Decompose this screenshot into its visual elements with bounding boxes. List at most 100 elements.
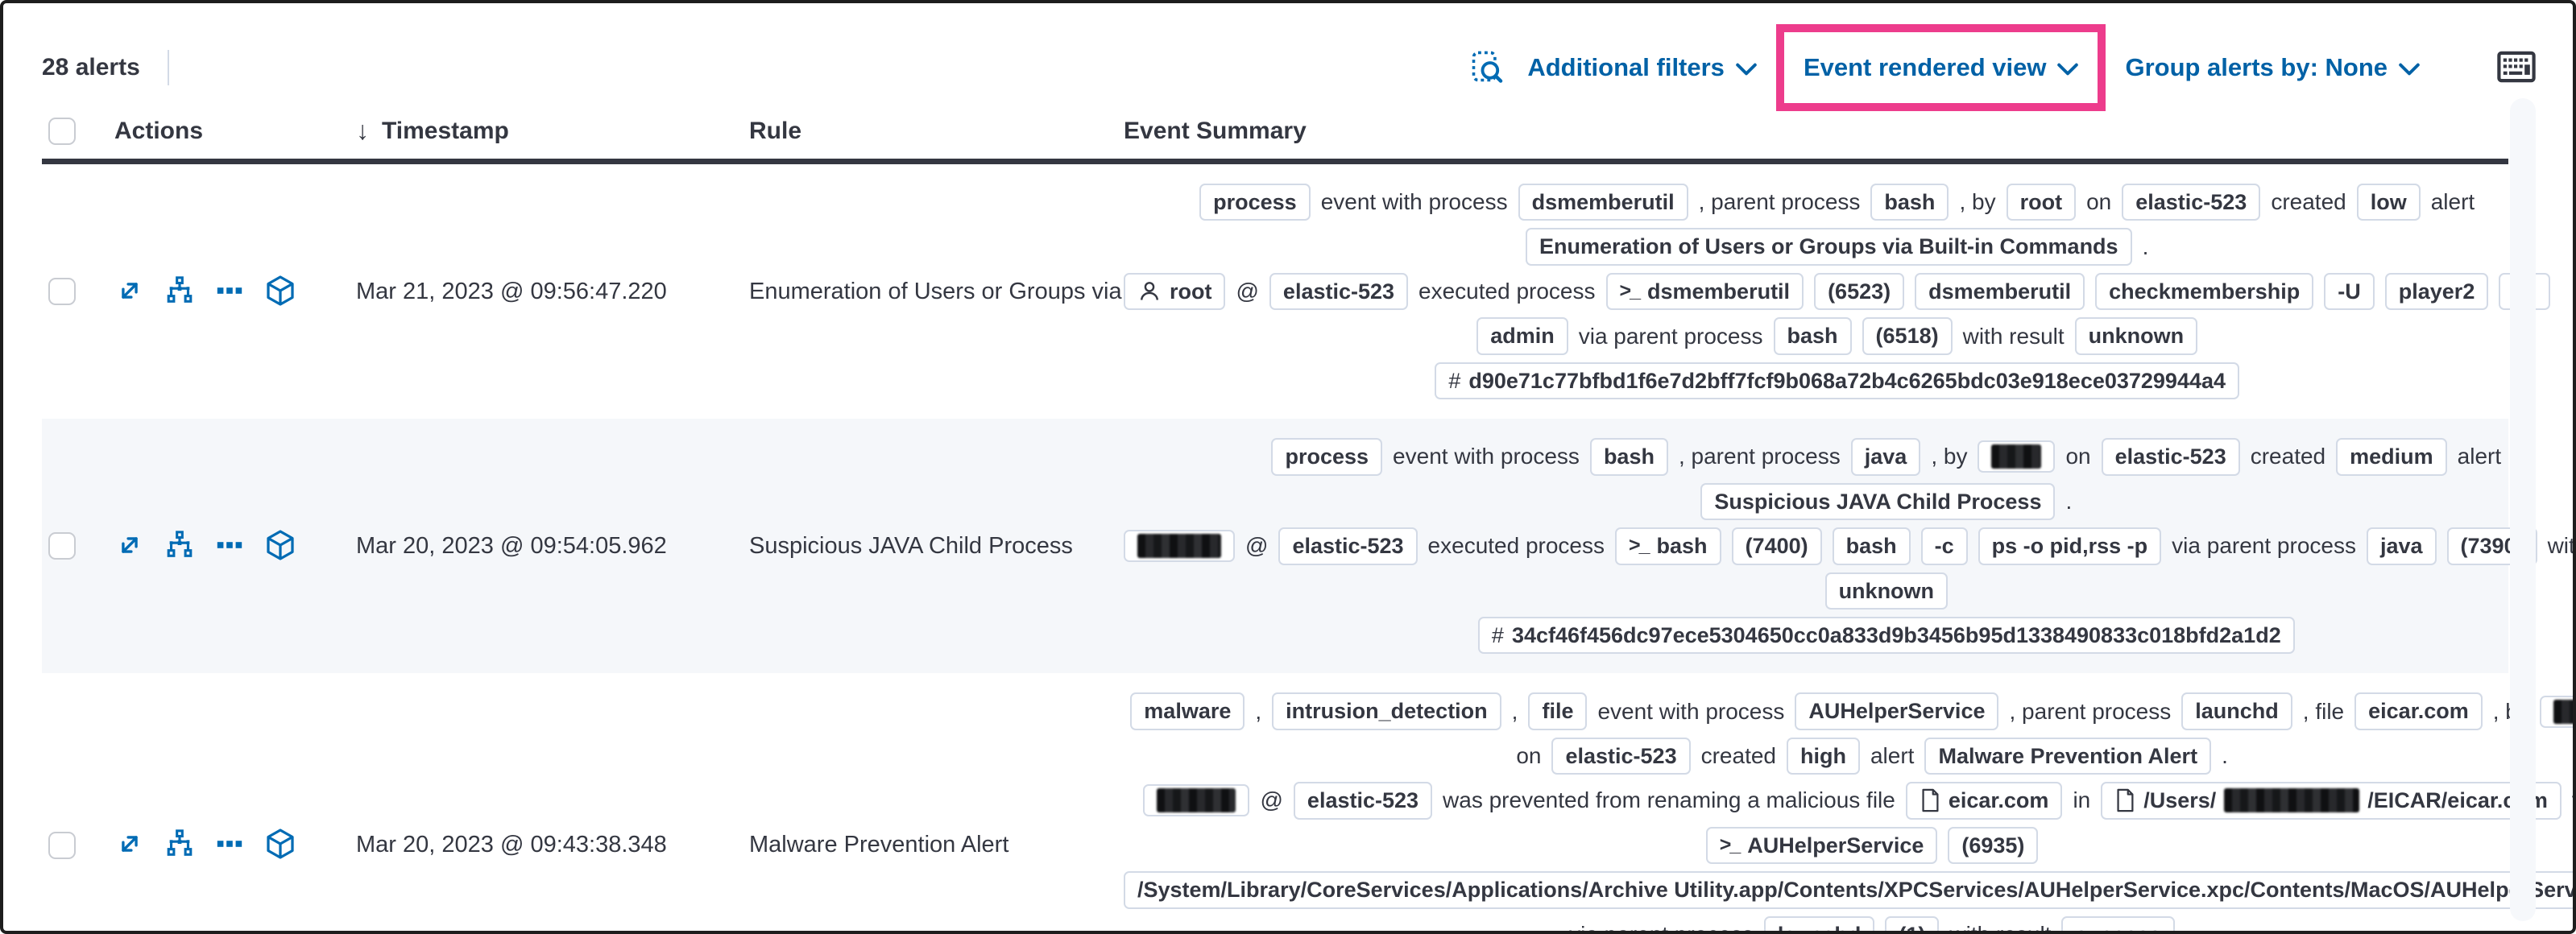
select-all-checkbox[interactable] — [48, 117, 76, 145]
analyze-graph-button[interactable] — [164, 275, 195, 308]
summary-badge[interactable]: bash — [1773, 317, 1852, 355]
more-actions-button[interactable] — [214, 829, 245, 862]
expand-icon — [114, 275, 145, 308]
group-alerts-by-button[interactable]: Group alerts by: None — [2114, 53, 2431, 82]
summary-badge-hash[interactable]: #d90e71c77bfbd1f6e7d2bff7fcf9b068a72b4c6… — [1435, 362, 2240, 400]
summary-badge[interactable]: AUHelperService — [1795, 692, 1999, 730]
expand-alert-button[interactable] — [114, 275, 145, 308]
more-actions-button[interactable] — [214, 275, 245, 308]
summary-text: , parent process — [1678, 444, 1841, 469]
summary-badge[interactable]: Enumeration of Users or Groups via Built… — [1525, 228, 2132, 266]
analyze-graph-button[interactable] — [164, 530, 195, 563]
keyboard-shortcuts-button[interactable] — [2497, 51, 2536, 85]
badge-value: bash — [1603, 444, 1655, 469]
summary-badge[interactable]: elastic-523 — [2101, 438, 2240, 476]
summary-badge[interactable]: (6523) — [1814, 272, 1905, 311]
analyze-event-button[interactable] — [264, 275, 296, 309]
summary-badge[interactable]: -c — [1920, 527, 1968, 565]
row-select-checkbox[interactable] — [48, 831, 76, 859]
column-header-rule[interactable]: Rule — [749, 117, 802, 144]
summary-badge[interactable]: elastic-523 — [1551, 737, 1691, 775]
vertical-scrollbar[interactable] — [2510, 98, 2536, 921]
summary-badge[interactable]: eicar.com — [2354, 692, 2483, 730]
summary-badge[interactable]: low — [2356, 184, 2421, 221]
summary-badge[interactable]: bash — [1870, 184, 1949, 221]
summary-badge-hash[interactable]: #34cf46f456dc97ece5304650cc0a833d9b3456b… — [1477, 616, 2295, 655]
summary-badge[interactable]: ps -o pid,rss -p — [1978, 527, 2162, 565]
additional-filters-button[interactable]: Additional filters — [1516, 53, 1768, 82]
summary-badge[interactable]: high — [1787, 737, 1860, 775]
summary-badge[interactable]: process — [1199, 184, 1311, 221]
summary-badge[interactable]: /System/Library/CoreServices/Application… — [1124, 871, 2573, 909]
summary-badge[interactable]: intrusion_detection — [1272, 692, 1501, 730]
summary-badge[interactable] — [1143, 784, 1250, 817]
summary-text: , — [1511, 698, 1518, 724]
badge-value: Enumeration of Users or Groups via Built… — [1539, 234, 2118, 259]
summary-badge[interactable] — [1124, 530, 1235, 563]
summary-badge[interactable]: file — [1528, 692, 1588, 730]
summary-badge[interactable]: player2 — [2384, 272, 2489, 311]
summary-badge[interactable]: java — [1850, 438, 1921, 476]
summary-badge[interactable]: (6518) — [1862, 317, 1953, 355]
row-select-checkbox[interactable] — [48, 532, 76, 560]
summary-text: . — [2142, 234, 2149, 259]
badge-value: high — [1800, 743, 1846, 768]
summary-badge[interactable]: checkmembership — [2095, 272, 2314, 311]
badge-value: java — [1864, 444, 1907, 469]
more-actions-button[interactable] — [214, 530, 245, 563]
summary-badge[interactable]: success — [2061, 915, 2176, 931]
summary-text: on — [2065, 444, 2091, 469]
summary-badge[interactable]: java — [2366, 527, 2437, 565]
summary-badge[interactable]: Malware Prevention Alert — [1924, 737, 2212, 775]
summary-badge[interactable]: elastic-523 — [2122, 184, 2261, 221]
additional-filters-label: Additional filters — [1527, 53, 1725, 81]
summary-badge[interactable]: (7400) — [1731, 527, 1822, 565]
summary-badge[interactable]: elastic-523 — [1293, 782, 1433, 820]
summary-badge-document[interactable]: /Users//EICAR/eicar.com — [2101, 782, 2562, 820]
summary-badge[interactable]: bash — [1832, 527, 1911, 565]
summary-badge[interactable]: unknown — [2074, 317, 2198, 355]
expand-alert-button[interactable] — [114, 829, 145, 862]
summary-badge[interactable]: launchd — [1763, 915, 1875, 931]
summary-badge[interactable]: (1) — [1885, 915, 1940, 931]
summary-badge-console[interactable]: >_AUHelperService — [1705, 826, 1938, 865]
view-selector-button[interactable]: Event rendered view — [1792, 53, 2090, 82]
analyze-event-button[interactable] — [264, 828, 296, 862]
expand-alert-button[interactable] — [114, 530, 145, 563]
summary-badge[interactable]: malware — [1130, 692, 1245, 730]
badge-value: malware — [1144, 699, 1232, 724]
summary-badge[interactable]: (6935) — [1948, 826, 2039, 865]
summary-badge[interactable]: root — [2006, 184, 2077, 221]
summary-badge[interactable]: dsmemberutil — [1915, 272, 2085, 311]
badge-value: root — [1170, 279, 1212, 304]
badge-value: launchd — [2195, 699, 2279, 724]
summary-badge[interactable]: dsmemberutil — [1518, 184, 1688, 221]
summary-badge[interactable]: Suspicious JAVA Child Process — [1700, 482, 2056, 521]
row-actions — [114, 529, 356, 564]
analyze-graph-button[interactable] — [164, 829, 195, 862]
summary-badge[interactable] — [2539, 695, 2573, 728]
summary-badge-console[interactable]: >_dsmemberutil — [1605, 272, 1804, 311]
analyze-event-button[interactable] — [264, 529, 296, 564]
summary-badge[interactable]: -U — [2324, 272, 2375, 311]
inspect-icon — [1469, 49, 1505, 87]
summary-badge[interactable]: bash — [1589, 438, 1668, 476]
summary-badge[interactable]: process — [1271, 438, 1383, 476]
summary-badge-document[interactable]: eicar.com — [1905, 782, 2063, 820]
summary-badge[interactable]: medium — [2336, 438, 2447, 476]
badge-value: (7400) — [1745, 534, 1808, 559]
inspect-button[interactable] — [1464, 49, 1510, 87]
summary-badge[interactable]: unknown — [1824, 572, 1949, 610]
summary-text: via parent process — [1569, 922, 1754, 931]
summary-badge[interactable]: elastic-523 — [1269, 272, 1409, 311]
row-select-checkbox[interactable] — [48, 278, 76, 306]
view-selector-highlight: Event rendered view — [1775, 24, 2106, 111]
summary-badge-console[interactable]: >_bash — [1615, 527, 1721, 565]
summary-badge[interactable]: admin — [1476, 317, 1568, 355]
column-header-timestamp[interactable]: ↓ Timestamp — [356, 116, 509, 145]
summary-badge[interactable]: elastic-523 — [1278, 527, 1418, 565]
summary-badge[interactable]: launchd — [2181, 692, 2292, 730]
summary-badge[interactable] — [1978, 440, 2056, 473]
summary-badge-user[interactable]: root — [1124, 272, 1226, 311]
boxes-horizontal-icon — [214, 829, 245, 862]
